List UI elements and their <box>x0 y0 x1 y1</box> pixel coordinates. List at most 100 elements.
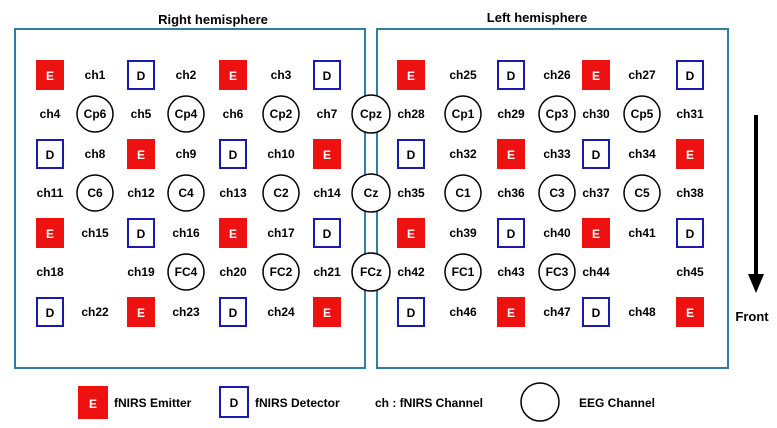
fnirs-detector <box>397 297 425 327</box>
fnirs-channel-label: ch8 <box>85 147 106 161</box>
fnirs-channel-label: ch15 <box>81 226 109 240</box>
eeg-electrode <box>444 95 482 133</box>
legend-detector-label: fNIRS Detector <box>255 396 340 410</box>
fnirs-detector-letter: D <box>407 306 416 320</box>
fnirs-emitter <box>219 60 247 90</box>
fnirs-channel-label: ch47 <box>543 305 571 319</box>
fnirs-detector-letter: D <box>323 227 332 241</box>
fnirs-emitter-letter: E <box>592 227 600 241</box>
fnirs-emitter <box>36 218 64 248</box>
fnirs-channel-label: ch21 <box>313 265 341 279</box>
fnirs-emitter-letter: E <box>137 306 145 320</box>
fnirs-channel-label: ch17 <box>267 226 295 240</box>
fnirs-channel-label: ch3 <box>271 68 292 82</box>
eeg-electrode-label: C1 <box>455 186 471 200</box>
eeg-electrode-label: C5 <box>634 186 650 200</box>
legend-detector-icon <box>219 386 249 418</box>
fnirs-detector <box>127 60 155 90</box>
midline-eeg-electrode <box>351 173 391 213</box>
eeg-electrode <box>444 174 482 212</box>
fnirs-detector <box>676 218 704 248</box>
fnirs-channel-label: ch38 <box>676 186 704 200</box>
fnirs-detector-letter: D <box>592 148 601 162</box>
fnirs-channel-label: ch44 <box>582 265 610 279</box>
eeg-electrode <box>538 174 576 212</box>
eeg-electrode-label: Cp2 <box>270 107 293 121</box>
fnirs-emitter-letter: E <box>686 306 694 320</box>
fnirs-detector <box>582 297 610 327</box>
fnirs-detector <box>219 139 247 169</box>
legend-channel-label: ch : fNIRS Channel <box>375 396 483 410</box>
legend-eeg-label: EEG Channel <box>579 396 655 410</box>
fnirs-channel-label: ch31 <box>676 107 704 121</box>
fnirs-detector <box>127 218 155 248</box>
fnirs-channel-label: ch39 <box>449 226 477 240</box>
eeg-electrode-label: FC2 <box>270 265 293 279</box>
eeg-electrode-label: C6 <box>87 186 103 200</box>
fnirs-channel-label: ch1 <box>85 68 106 82</box>
right-hemisphere-title: Right hemisphere <box>158 12 268 27</box>
fnirs-channel-label: ch5 <box>131 107 152 121</box>
eeg-electrode <box>76 95 114 133</box>
eeg-electrode-label: Cp6 <box>84 107 107 121</box>
legend-emitter-icon-letter: E <box>89 397 97 411</box>
fnirs-channel-label: ch35 <box>397 186 425 200</box>
fnirs-detector <box>36 297 64 327</box>
midline-eeg-electrode <box>351 94 391 134</box>
fnirs-emitter-letter: E <box>323 148 331 162</box>
legend-detector-icon-letter: D <box>230 396 239 410</box>
fnirs-channel-label: ch46 <box>449 305 477 319</box>
fnirs-channel-label: ch12 <box>127 186 155 200</box>
legend: E fNIRS Emitter D fNIRS Detector ch : fN… <box>78 382 655 422</box>
fnirs-detector-letter: D <box>407 148 416 162</box>
midline-eeg-electrode-label: FCz <box>360 265 382 279</box>
fnirs-emitter-letter: E <box>507 148 515 162</box>
fnirs-emitter <box>127 297 155 327</box>
fnirs-detector <box>397 139 425 169</box>
fnirs-channel-label: ch41 <box>628 226 656 240</box>
eeg-electrode-label: Cp1 <box>452 107 475 121</box>
fnirs-channel-label: ch37 <box>582 186 610 200</box>
fnirs-emitter <box>582 60 610 90</box>
front-arrow <box>748 115 764 293</box>
fnirs-detector <box>313 60 341 90</box>
fnirs-channel-label: ch25 <box>449 68 477 82</box>
fnirs-channel-label: ch4 <box>40 107 61 121</box>
fnirs-detector-letter: D <box>686 227 695 241</box>
fnirs-detector <box>497 218 525 248</box>
fnirs-emitter <box>497 297 525 327</box>
eeg-electrode-label: FC3 <box>546 265 569 279</box>
fnirs-emitter <box>497 139 525 169</box>
fnirs-emitter <box>127 139 155 169</box>
fnirs-channel-label: ch43 <box>497 265 525 279</box>
eeg-electrode-label: C3 <box>549 186 565 200</box>
fnirs-detector <box>676 60 704 90</box>
legend-eeg-icon <box>520 382 560 422</box>
eeg-electrode <box>167 253 205 291</box>
fnirs-emitter-letter: E <box>137 148 145 162</box>
eeg-electrode <box>167 95 205 133</box>
fnirs-emitter <box>219 218 247 248</box>
fnirs-channel-label: ch27 <box>628 68 656 82</box>
fnirs-emitter <box>397 60 425 90</box>
fnirs-channel-label: ch23 <box>172 305 200 319</box>
fnirs-channel-label: ch19 <box>127 265 155 279</box>
eeg-electrode <box>623 95 661 133</box>
fnirs-channel-label: ch22 <box>81 305 109 319</box>
fnirs-channel-label: ch6 <box>223 107 244 121</box>
eeg-electrode-label: Cp5 <box>631 107 654 121</box>
eeg-electrode-label: FC1 <box>452 265 475 279</box>
eeg-electrode-label: Cp3 <box>546 107 569 121</box>
midline-eeg-electrode <box>351 252 391 292</box>
eeg-electrode <box>262 253 300 291</box>
eeg-electrode <box>262 174 300 212</box>
fnirs-channel-label: ch2 <box>176 68 197 82</box>
fnirs-channel-label: ch13 <box>219 186 247 200</box>
fnirs-emitter-letter: E <box>323 306 331 320</box>
eeg-electrode-label: C4 <box>178 186 194 200</box>
fnirs-emitter-letter: E <box>46 227 54 241</box>
legend-emitter-icon <box>78 386 108 419</box>
fnirs-emitter <box>313 139 341 169</box>
